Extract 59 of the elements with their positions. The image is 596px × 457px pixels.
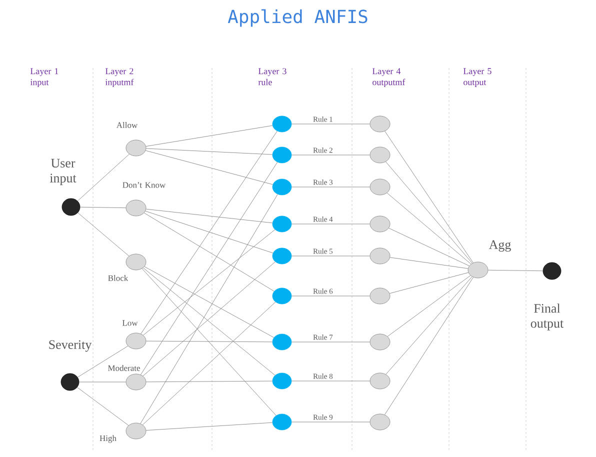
- connector-line: [142, 302, 276, 426]
- connector-line: [146, 148, 273, 155]
- node-label: Low: [122, 320, 138, 326]
- node-label: Severity: [49, 340, 92, 352]
- connector-line: [386, 162, 472, 264]
- title: Applied ANFIS: [228, 9, 368, 27]
- connector-line: [142, 229, 276, 336]
- layer-label: Layer 1 input: [30, 68, 58, 88]
- connector-line: [146, 422, 273, 431]
- neuron-circle: [370, 216, 390, 232]
- neuron-circle: [370, 116, 390, 132]
- connector-line: [291, 154, 370, 156]
- connector-line: [384, 277, 474, 415]
- node-label: Allow: [116, 122, 138, 128]
- connector-line: [386, 276, 472, 375]
- connector-line: [146, 380, 273, 382]
- connector-line: [145, 210, 274, 254]
- neuron-circle: [370, 178, 390, 196]
- neuron-circle: [370, 248, 390, 264]
- connector-line: [140, 162, 278, 375]
- connector-line: [387, 275, 471, 337]
- connector-line: [388, 228, 470, 266]
- neuron-circle: [370, 414, 390, 430]
- node-label: Moderate: [108, 365, 140, 371]
- connector-line: [77, 154, 130, 202]
- connector-line: [142, 268, 276, 416]
- connector-line: [291, 380, 370, 382]
- connector-line: [145, 150, 273, 185]
- connector-line: [77, 346, 128, 378]
- neuron-circle: [370, 288, 390, 304]
- connector-line: [80, 206, 126, 208]
- connector-line: [146, 340, 273, 342]
- connector-line: [78, 212, 130, 256]
- connector-line: [389, 272, 469, 294]
- connector-line: [386, 192, 472, 264]
- node-label: User input: [50, 158, 76, 186]
- layer-label: Layer 5 output: [463, 68, 492, 87]
- connector-line: [144, 266, 274, 338]
- node-label: Agg: [488, 240, 511, 252]
- node-label: High: [100, 435, 116, 443]
- neuron-circle: [370, 372, 390, 390]
- node-label: Block: [108, 275, 128, 281]
- connector-line: [77, 387, 129, 426]
- connector-line: [390, 257, 468, 269]
- layer-label: Layer 3 rule: [258, 68, 286, 86]
- connector-line: [140, 194, 278, 424]
- connector-line: [146, 208, 273, 224]
- node-label: Don’t Know: [122, 182, 166, 188]
- layer-label: Layer 2 inputmf: [105, 68, 134, 88]
- neuron-circle: [370, 146, 390, 164]
- node-label: Final output: [530, 304, 564, 330]
- connector-line: [384, 130, 474, 264]
- connector-line: [146, 125, 273, 147]
- layer-label: Layer 4 outputmf: [372, 68, 406, 88]
- connector-line: [144, 212, 274, 292]
- connector-line: [488, 270, 544, 272]
- connector-line: [140, 130, 278, 334]
- neuron-circle: [370, 334, 390, 350]
- connector-line: [291, 186, 370, 188]
